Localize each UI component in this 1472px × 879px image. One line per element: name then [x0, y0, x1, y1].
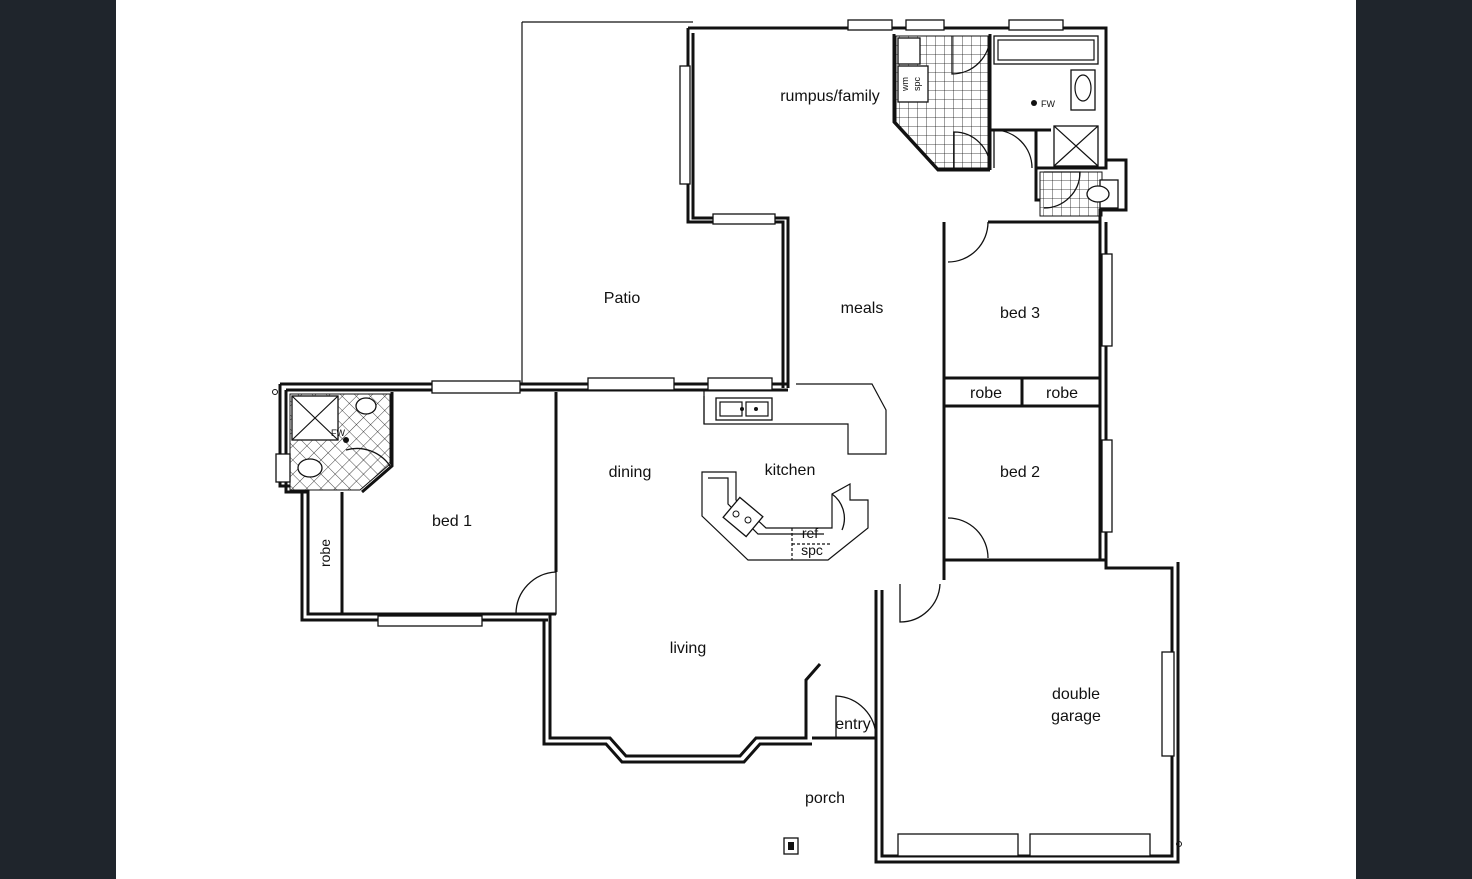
room-label-garage-1: double [1052, 686, 1100, 703]
bed2-door [947, 517, 989, 559]
bath-door [993, 129, 1033, 169]
room-label-bed3: bed 3 [1000, 305, 1040, 322]
room-label-kitchen: kitchen [765, 462, 816, 479]
kitchen-island [701, 471, 869, 561]
laundry-door-bottom [953, 131, 991, 169]
laundry: wm spc [895, 35, 991, 169]
window-rumpus-left [679, 65, 691, 185]
entry-door [835, 695, 877, 739]
cooktop [722, 496, 764, 538]
room-label-bed1: bed 1 [432, 513, 472, 530]
room-label-bed2: bed 2 [1000, 464, 1040, 481]
room-label-entry: entry [835, 716, 871, 733]
wm-spc-box [897, 65, 929, 103]
garage-door-right [1029, 833, 1151, 857]
room-label-living: living [670, 640, 706, 657]
room-label-garage-2: garage [1051, 708, 1101, 725]
window-bed2 [1101, 439, 1113, 533]
room-label-patio: Patio [604, 290, 641, 307]
room-label-rumpus: rumpus/family [780, 88, 880, 105]
patio-outline [521, 21, 781, 385]
fw-ensuite-label: FW [331, 428, 345, 438]
ensuite-door [345, 447, 391, 467]
room-label-robe-b: robe [1046, 385, 1078, 402]
floor-plan: wm spc FW [272, 19, 1182, 864]
room-label-robe-a: robe [970, 385, 1002, 402]
wm-label: wm [900, 77, 910, 92]
hall-door [899, 583, 941, 623]
window-meals-north [707, 377, 773, 391]
bed3-door [947, 221, 989, 263]
laundry-door-top [951, 35, 991, 75]
spc-label: spc [912, 77, 922, 92]
living-door [515, 571, 557, 615]
window-bed1-south [377, 615, 483, 627]
room-label-robe-bed1: robe [317, 539, 333, 567]
room-label-porch: porch [805, 790, 845, 807]
ensuite-basin [355, 397, 377, 415]
pantry-door [831, 493, 845, 531]
room-label-dining: dining [609, 464, 652, 481]
bathroom: FW [993, 35, 1099, 169]
tub-sink [897, 37, 921, 65]
wc-door [1043, 171, 1081, 209]
window-bed3 [1101, 253, 1113, 347]
window-bed1-north [431, 380, 521, 394]
bathtub [993, 35, 1099, 65]
ref-label: ref [802, 525, 818, 541]
ensuite-toilet [297, 458, 323, 478]
garage-door-left [897, 833, 1019, 857]
window-bath-top [1008, 19, 1064, 31]
window-dining-north [587, 377, 675, 391]
floor-plan-sheet: wm spc FW [116, 0, 1356, 879]
ref-spc-label: spc [801, 542, 823, 558]
window-patio-bottom [712, 213, 776, 225]
bedroom-walls-east [942, 220, 1108, 565]
window-laundry-top [905, 19, 945, 31]
wc [1039, 158, 1128, 222]
ensuite: FW [275, 393, 391, 491]
ensuite-toilet-cistern [275, 453, 291, 483]
garage-side-window [1161, 651, 1175, 757]
window-rumpus-top [847, 19, 893, 31]
room-label-meals: meals [841, 300, 884, 317]
fw-bath-label: FW [1041, 99, 1055, 109]
